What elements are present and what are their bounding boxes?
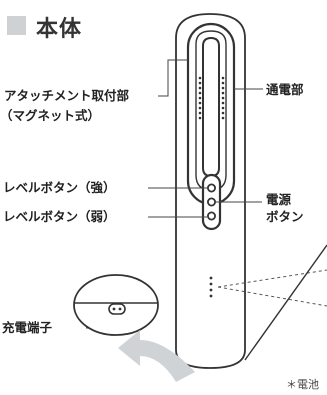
label-level-up: レベルボタン（強）	[3, 180, 116, 195]
label-power-button: 電源	[266, 192, 292, 207]
flip-arrow-icon	[118, 330, 195, 382]
level-up-button-icon	[206, 183, 216, 193]
attachment-head-inner-loop	[202, 36, 220, 178]
label-attachment-mount: アタッチメント取付部	[4, 88, 130, 103]
section-title: 本体	[36, 17, 83, 42]
conduction-dots-right	[221, 76, 225, 120]
label-power-button-sub: ボタン	[266, 209, 304, 224]
power-button-icon	[206, 197, 216, 207]
footnote: ＊電池	[286, 378, 319, 391]
label-attachment-mount-sub: （マグネット式）	[0, 108, 101, 123]
battery-indicator-dots	[209, 276, 213, 298]
label-charging-terminal: 充電端子	[2, 320, 53, 335]
battery-projection-lines	[217, 269, 327, 307]
label-level-down: レベルボタン（弱）	[3, 209, 116, 224]
conduction-dots-left	[198, 76, 202, 120]
device-bottom-edge-line	[244, 244, 327, 361]
level-down-button-icon	[206, 211, 216, 221]
charging-terminal-icon	[108, 303, 126, 315]
title-marker	[7, 16, 26, 35]
label-conduction-part: 通電部	[266, 82, 304, 97]
